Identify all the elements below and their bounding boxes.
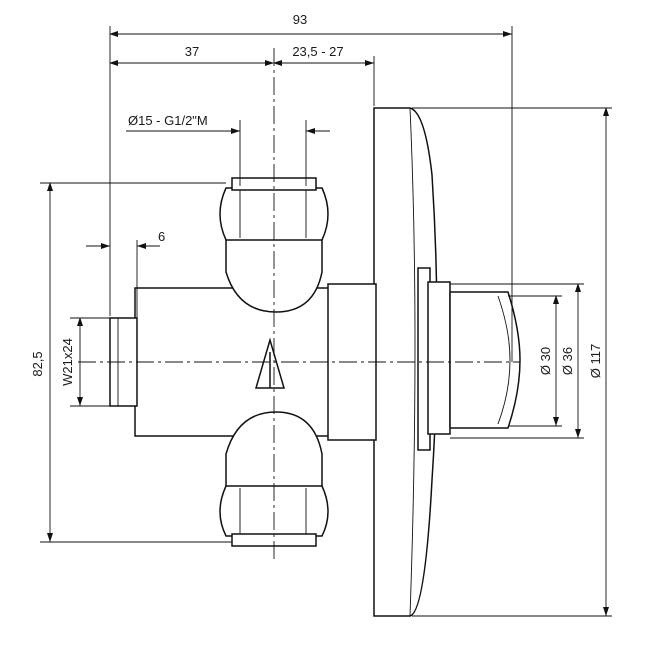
label-dia-36: Ø 36: [560, 347, 575, 375]
label-height: 82,5: [30, 351, 45, 376]
dimension-labels: 93 37 23,5 - 27 Ø15 - G1/2"M 6 82,5 W21x…: [30, 12, 603, 386]
label-inlet-thread: W21x24: [60, 338, 75, 386]
bottom-nut: [219, 485, 329, 537]
push-button-edge: [497, 295, 511, 425]
cover-plate-ridge: [409, 107, 416, 617]
label-pipe-thread: Ø15 - G1/2"M: [128, 113, 208, 128]
label-overall-width: 93: [293, 12, 307, 27]
button-ring: [427, 281, 451, 435]
label-right-offset: 23,5 - 27: [292, 44, 343, 59]
label-dia-30: Ø 30: [538, 347, 553, 375]
label-dia-117: Ø 117: [588, 344, 603, 378]
center-lines: [78, 48, 520, 560]
top-nut: [219, 187, 329, 241]
push-button: [449, 291, 521, 429]
label-thread-length: 6: [158, 229, 165, 244]
dimension-lines: [40, 26, 612, 617]
label-left-offset: 37: [185, 44, 199, 59]
